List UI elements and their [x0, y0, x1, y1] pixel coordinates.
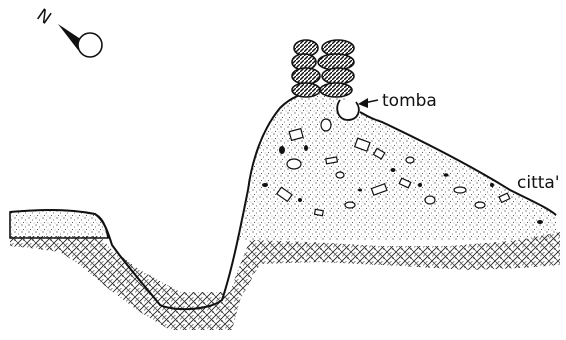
city-wall — [292, 40, 354, 97]
bedrock-layer — [10, 232, 560, 330]
north-arrow: N — [33, 5, 102, 57]
city-label: citta' — [517, 173, 560, 193]
tomb-cavity — [337, 100, 359, 120]
tomb-pointer — [358, 98, 378, 108]
north-letter: N — [33, 5, 55, 29]
tomb-label: tomba — [382, 91, 437, 111]
hill-mound — [236, 92, 556, 240]
north-arrow-circle — [78, 33, 102, 57]
